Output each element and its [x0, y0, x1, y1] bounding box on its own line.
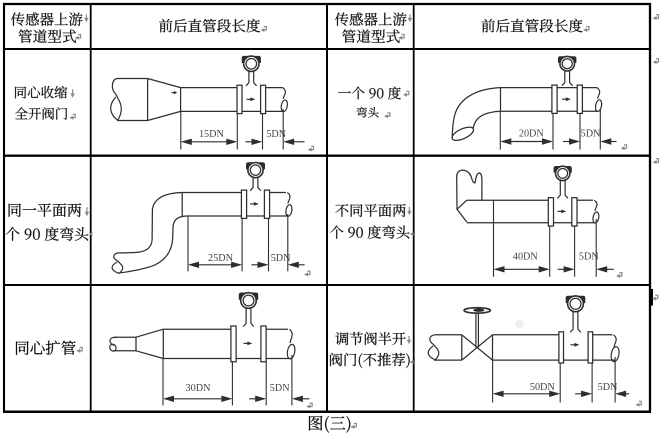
svg-text:15DN: 15DN — [199, 129, 225, 140]
svg-text:20DN: 20DN — [519, 129, 545, 140]
svg-text:25DN: 25DN — [208, 253, 234, 264]
svg-text:5DN: 5DN — [270, 383, 290, 394]
svg-text:30DN: 30DN — [186, 383, 212, 394]
svg-text:5DN: 5DN — [581, 129, 601, 140]
svg-text:40DN: 40DN — [513, 252, 539, 263]
